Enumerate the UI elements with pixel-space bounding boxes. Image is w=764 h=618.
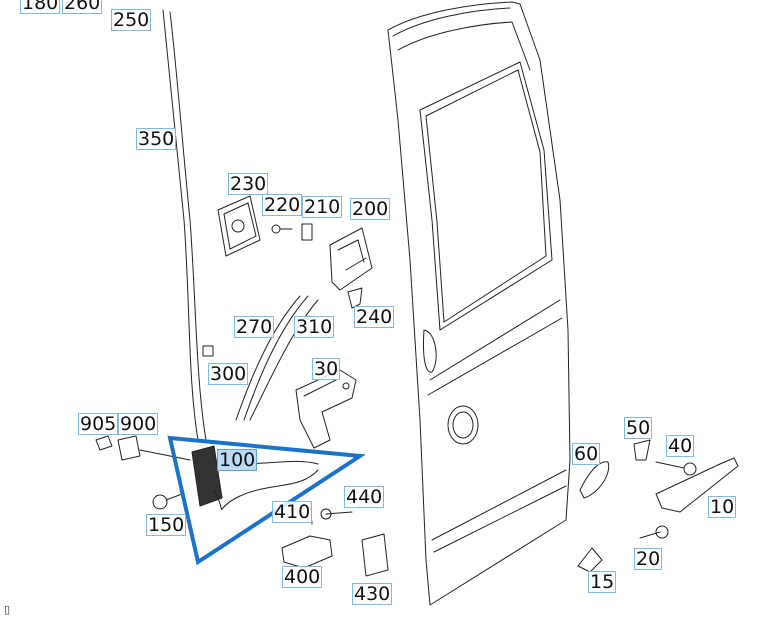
part-900: [117, 435, 191, 461]
part-40: [655, 461, 685, 469]
callout-260[interactable]: 260: [62, 0, 103, 14]
callout-310[interactable]: 310: [294, 316, 335, 338]
part-15: [577, 547, 603, 573]
callout-10[interactable]: 10: [708, 496, 737, 518]
part-905: [95, 435, 113, 451]
part-400: [281, 535, 333, 569]
part-20: [639, 531, 661, 539]
part-430: [361, 533, 389, 577]
corner-glyph: ▯: [4, 603, 11, 616]
part-440: [320, 508, 353, 520]
callout-40[interactable]: 40: [666, 435, 695, 457]
callout-905[interactable]: 905: [78, 413, 119, 435]
callout-900[interactable]: 900: [118, 413, 159, 435]
callout-410[interactable]: 410: [272, 501, 313, 523]
callout-60[interactable]: 60: [572, 443, 601, 465]
callout-20[interactable]: 20: [634, 548, 663, 570]
part-240: [347, 287, 363, 309]
callout-240[interactable]: 240: [354, 306, 395, 328]
cable-350: [162, 9, 199, 441]
rod-270: [235, 295, 301, 421]
part-200: [329, 227, 373, 291]
callout-30[interactable]: 30: [312, 358, 341, 380]
callout-300[interactable]: 300: [208, 363, 249, 385]
callout-200[interactable]: 200: [350, 198, 391, 220]
callout-50[interactable]: 50: [624, 417, 653, 439]
part-300: [202, 345, 214, 357]
callout-430[interactable]: 430: [352, 583, 393, 605]
rod-310: [249, 299, 319, 421]
callout-220[interactable]: 220: [262, 194, 303, 216]
part-50: [633, 439, 651, 461]
callout-230[interactable]: 230: [228, 173, 269, 195]
callout-440[interactable]: 440: [344, 486, 385, 508]
callout-210[interactable]: 210: [302, 196, 343, 218]
callout-270[interactable]: 270: [234, 316, 275, 338]
part-230: [217, 195, 261, 257]
callout-180[interactable]: 180: [20, 0, 61, 14]
part-30: [295, 369, 357, 449]
rear-door-panel: [387, 1, 571, 606]
callout-400[interactable]: 400: [282, 566, 323, 588]
part-150: [152, 493, 183, 510]
callout-100[interactable]: 100: [217, 449, 258, 471]
part-60: [579, 461, 610, 499]
part-10: [655, 457, 739, 513]
part-220: [271, 224, 293, 234]
callout-150[interactable]: 150: [146, 514, 187, 536]
callout-15[interactable]: 15: [588, 571, 617, 593]
part-210: [301, 223, 313, 241]
callout-250[interactable]: 250: [111, 9, 152, 31]
callout-350[interactable]: 350: [136, 128, 177, 150]
